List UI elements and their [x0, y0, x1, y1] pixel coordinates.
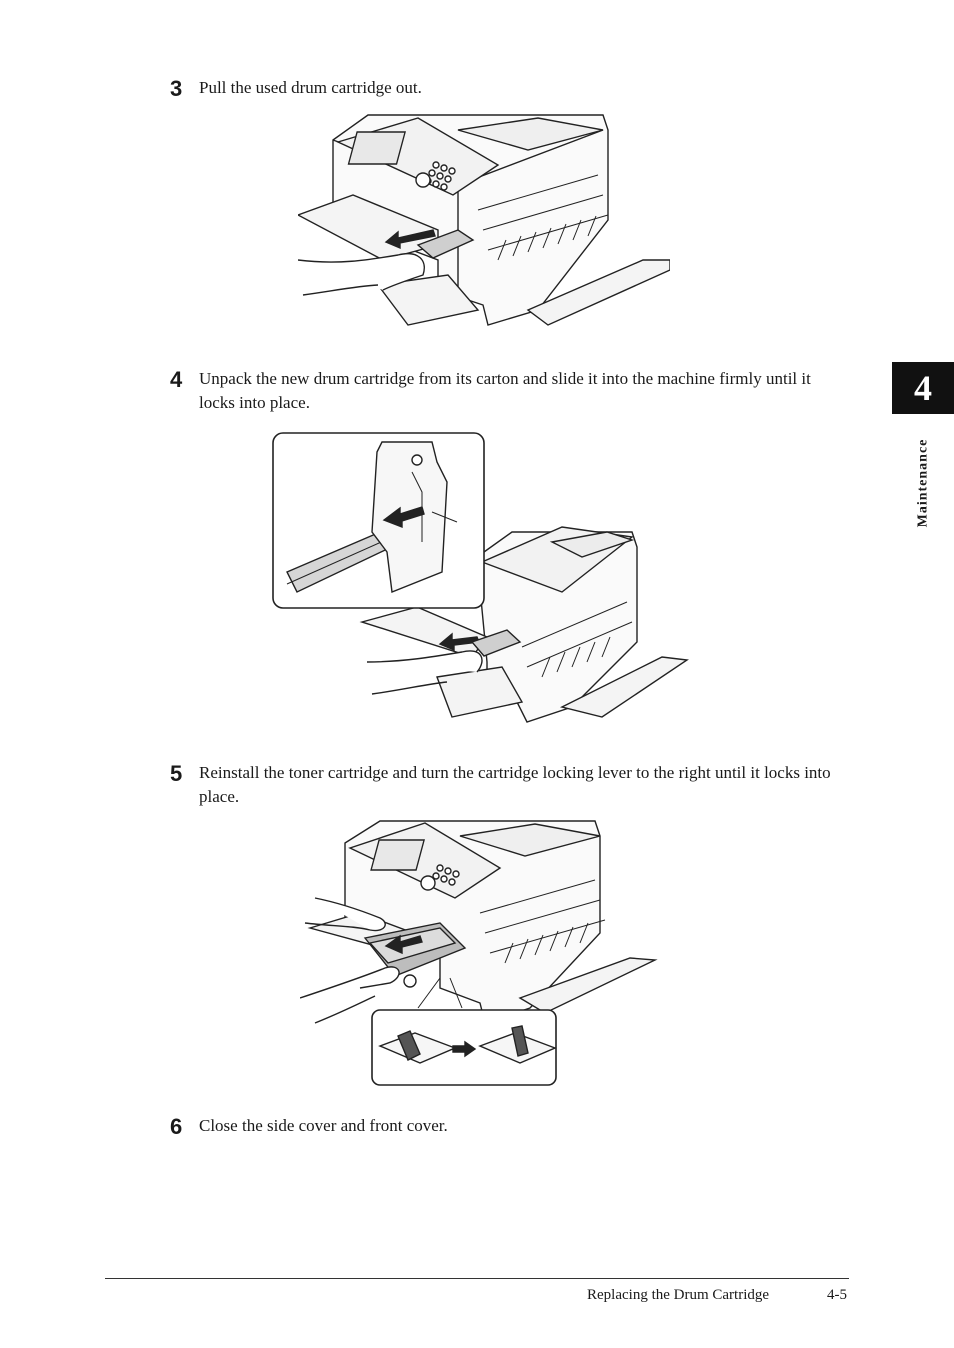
footer-page-number: 4-5 — [827, 1287, 847, 1303]
figure-pull-drum-cartridge — [298, 110, 670, 330]
step-6-text: Close the side cover and front cover. — [199, 1116, 448, 1135]
chapter-label-text: Maintenance — [915, 438, 931, 527]
footer-rule — [105, 1278, 849, 1279]
step-3-number: 3 — [170, 76, 183, 101]
figure-insert-new-drum — [272, 432, 690, 726]
step-4-text: Unpack the new drum cartridge from its c… — [199, 369, 811, 412]
chapter-tab: 4 — [892, 362, 954, 414]
step-4-number: 4 — [170, 367, 183, 392]
footer-section-title: Replacing the Drum Cartridge — [587, 1287, 770, 1303]
chapter-label: Maintenance — [892, 420, 954, 545]
step-6-number: 6 — [170, 1114, 183, 1139]
step-3-text: Pull the used drum cartridge out. — [199, 78, 422, 97]
figure-reinstall-toner — [300, 818, 660, 1088]
step-5-number: 5 — [170, 761, 183, 786]
step-5-text: Reinstall the toner cartridge and turn t… — [199, 763, 831, 806]
